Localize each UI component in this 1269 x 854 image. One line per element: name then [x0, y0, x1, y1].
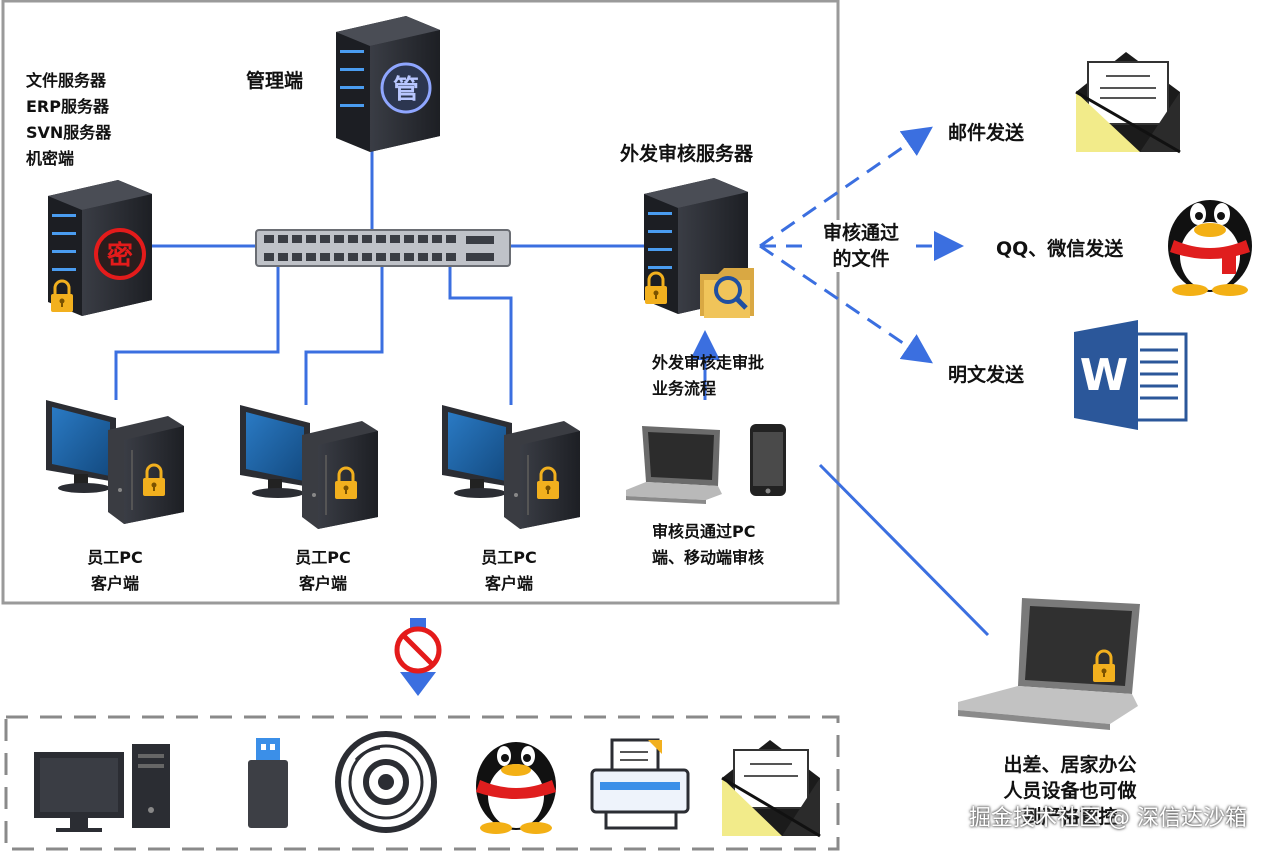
reviewer-line2: 端、移动端审核 — [652, 548, 765, 567]
client-2-line2: 客户端 — [298, 574, 347, 593]
reviewer-laptop-icon — [626, 426, 722, 504]
approval-flow-label: 外发审核走审批 业务流程 — [652, 350, 764, 402]
svn-server-label: SVN服务器 — [26, 123, 112, 142]
remote-line1: 出差、居家办公 — [1003, 754, 1137, 776]
folder-search-icon — [700, 268, 754, 318]
file-server-label: 文件服务器 — [26, 71, 107, 90]
remote-label: 出差、居家办公 人员设备也可做 到严格管控 — [980, 752, 1160, 830]
approval-flow-line1: 外发审核走审批 — [652, 353, 765, 372]
qq-penguin-icon — [1168, 200, 1252, 296]
client-2-line1: 员工PC — [295, 548, 351, 567]
secret-endpoint-label: 机密端 — [26, 149, 75, 168]
server-list-label: 文件服务器 ERP服务器 SVN服务器 机密端 — [26, 68, 111, 172]
client-3-label: 员工PC 客户端 — [454, 545, 564, 597]
intranet-frame — [1, 0, 840, 605]
client-3-line2: 客户端 — [484, 574, 533, 593]
secret-server-icon: 密 — [48, 180, 152, 316]
printer-icon — [590, 738, 690, 830]
word-letter-glyph: W — [1080, 350, 1129, 401]
approval-flow-line2: 业务流程 — [652, 379, 717, 398]
admin-badge-glyph: 管 — [393, 75, 419, 105]
admin-label: 管理端 — [246, 70, 304, 92]
reviewer-label: 审核员通过PC 端、移动端审核 — [652, 519, 764, 571]
outgoing-arrows — [759, 126, 964, 364]
approved-files-line2: 的文件 — [832, 248, 890, 270]
blocked-devices-frame — [4, 715, 840, 851]
desktop-computer-icon — [34, 744, 170, 832]
client-1-line1: 员工PC — [87, 548, 143, 567]
employee-pc-2-icon — [239, 404, 379, 530]
employee-pc-1-icon — [45, 399, 185, 525]
remote-line3: 到严格管控 — [1022, 806, 1118, 828]
network-lines — [114, 140, 990, 637]
secret-badge-glyph: 密 — [107, 240, 133, 271]
audit-server-label: 外发审核服务器 — [620, 143, 754, 165]
admin-server-icon: 管 — [336, 16, 440, 152]
qq-penguin-small-icon — [476, 742, 556, 834]
email-send-label: 邮件发送 — [948, 122, 1025, 144]
approved-files-line1: 审核通过 — [822, 222, 899, 244]
client-3-line1: 员工PC — [481, 548, 537, 567]
remote-line2: 人员设备也可做 — [1003, 780, 1137, 802]
approved-files-label: 审核通过 的文件 — [806, 220, 916, 272]
reviewer-line1: 审核员通过PC — [652, 522, 756, 541]
mail-small-icon — [721, 740, 821, 838]
word-document-icon: W — [1074, 320, 1188, 430]
remote-laptop-icon — [958, 598, 1140, 730]
optical-disc-icon — [335, 731, 437, 833]
usb-drive-icon — [248, 738, 288, 828]
watermark: 掘金技术社区 @ 深信达沙箱 — [969, 806, 1247, 831]
erp-server-label: ERP服务器 — [26, 97, 109, 116]
client-1-label: 员工PC 客户端 — [60, 545, 170, 597]
block-sign — [394, 618, 442, 696]
mobile-phone-icon — [750, 424, 786, 496]
mail-icon — [1075, 52, 1181, 154]
qq-wechat-send-label: QQ、微信发送 — [996, 238, 1124, 260]
network-switch — [255, 229, 511, 267]
plaintext-send-label: 明文发送 — [948, 364, 1025, 386]
client-1-line2: 客户端 — [90, 574, 139, 593]
client-2-label: 员工PC 客户端 — [268, 545, 378, 597]
employee-pc-3-icon — [441, 404, 581, 530]
